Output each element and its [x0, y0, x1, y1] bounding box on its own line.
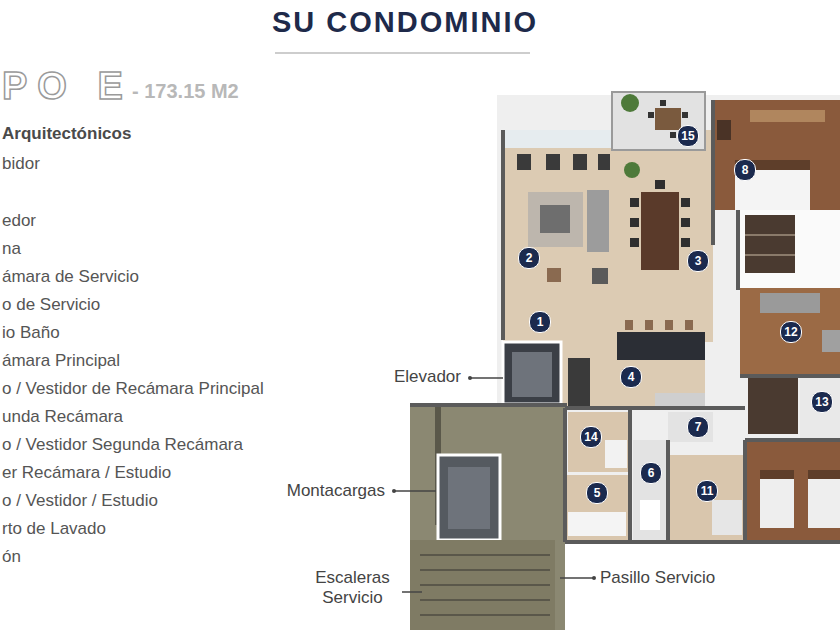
callout-number: 6 — [640, 462, 662, 484]
callout-digit: 2 — [526, 252, 533, 264]
callout-number: 5 — [586, 482, 608, 504]
legend-item-text: o de Servicio — [2, 294, 100, 316]
freight-elevator-label: Montacargas — [285, 481, 387, 501]
callout-number: 4 — [620, 366, 642, 388]
legend-item-text: io Baño — [2, 322, 60, 344]
legend-item-text: bidor — [2, 153, 40, 175]
plan-type: PO E — [2, 64, 133, 108]
callout-digit: 4 — [628, 371, 635, 383]
callout-digit: 13 — [815, 396, 828, 408]
legend-item-text: edor — [2, 210, 36, 232]
callout-digit: 12 — [784, 326, 797, 338]
callout-digit: 8 — [742, 164, 749, 176]
legend-item-text: o / Vestidor / Estudio — [2, 490, 158, 512]
legend-item-text: ón — [2, 546, 21, 568]
legend-item-text: o / Vestidor Segunda Recámara — [2, 434, 243, 456]
legend-item-text: er Recámara / Estudio — [2, 462, 171, 484]
legend-item-text: ámara Principal — [2, 350, 120, 372]
callout-digit: 6 — [648, 467, 655, 479]
callout-number: 13 — [811, 391, 833, 413]
callout-digit: 15 — [681, 130, 694, 142]
callout-digit: 3 — [695, 255, 702, 267]
callout-number: 7 — [687, 416, 709, 438]
callout-digit: 14 — [584, 431, 597, 443]
callout-digit: 5 — [594, 487, 601, 499]
legend-item-text: rto de Lavado — [2, 518, 106, 540]
elevator-label: Elevador — [392, 367, 463, 387]
legend-item-text: unda Recámara — [2, 406, 123, 428]
callout-number: 8 — [734, 159, 756, 181]
legend-item-text: na — [2, 238, 21, 260]
callout-number: 11 — [696, 480, 718, 502]
legend-item-text: ámara de Servicio — [2, 266, 139, 288]
stairs-label: Escaleras Servicio — [303, 568, 402, 608]
callout-number: 15 — [677, 125, 699, 147]
title-text: SU CONDOMINIO — [0, 6, 810, 39]
area-text: - 173.15 M2 — [132, 79, 239, 103]
callout-number: 2 — [518, 247, 540, 269]
callout-number: 12 — [780, 321, 802, 343]
callout-digit: 11 — [701, 485, 714, 497]
callout-number: 14 — [580, 426, 602, 448]
callout-digit: 7 — [695, 421, 702, 433]
list-heading: Arquitectónicos — [2, 123, 131, 145]
callout-number: 1 — [529, 311, 551, 333]
corridor-label: Pasillo Servicio — [598, 568, 717, 588]
callout-number: 3 — [687, 250, 709, 272]
legend-item-text: o / Vestidor de Recámara Principal — [2, 378, 264, 400]
callout-digit: 1 — [537, 316, 544, 328]
